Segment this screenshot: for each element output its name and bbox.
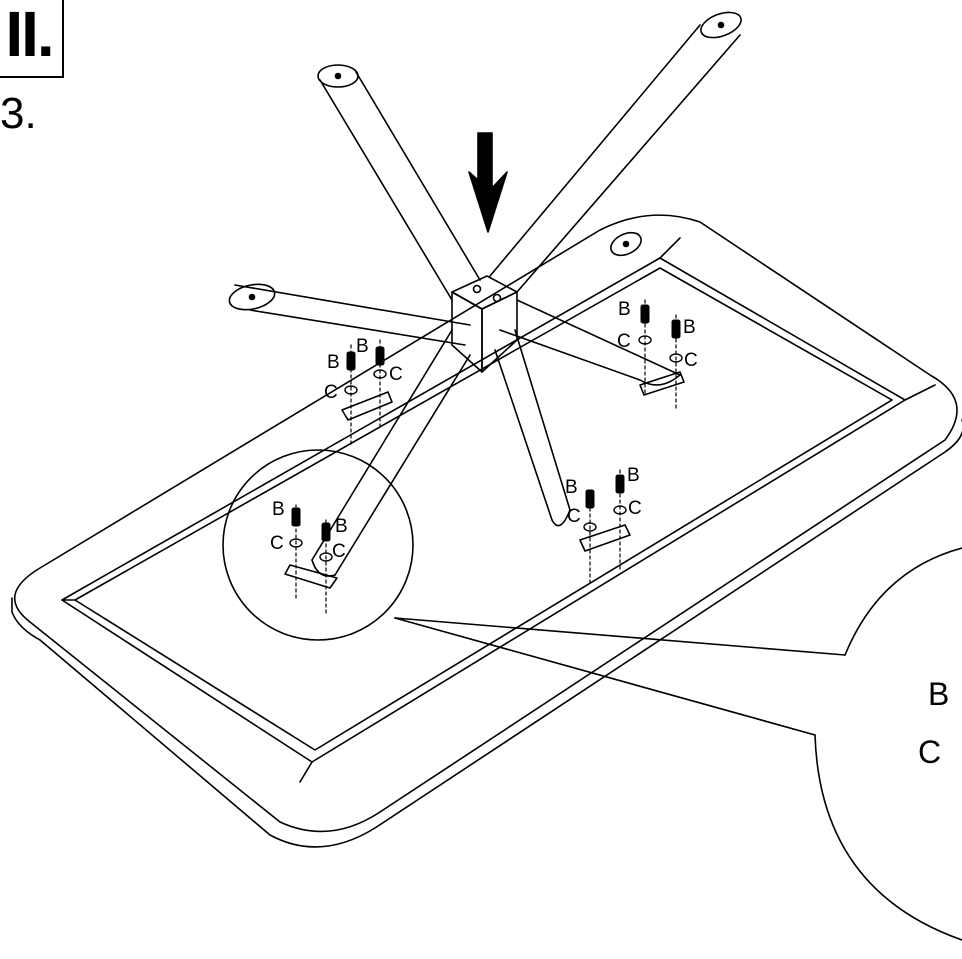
apron-corner-4: [299, 761, 313, 783]
label-bolt-2: B: [356, 336, 369, 357]
sub-step-number: 3.: [0, 89, 37, 138]
label-bolt-8: B: [335, 516, 348, 537]
plate-lower-right: [579, 524, 631, 552]
detail-large-circle: [814, 547, 962, 941]
leg-lower-left: [311, 329, 471, 576]
leg-left: [234, 284, 471, 346]
label-washer-8: C: [332, 541, 346, 562]
label-bolt-1: B: [327, 352, 340, 373]
label-bolt-detail: B: [928, 676, 949, 712]
tabletop-outer-edge: [14, 214, 958, 833]
leg-lower-right-end: [551, 509, 571, 527]
leg-upper-left: [319, 71, 481, 301]
label-washer-7: C: [270, 533, 284, 554]
step-number: II.: [5, 0, 54, 70]
down-arrow: [468, 132, 508, 233]
label-bolt-5: B: [565, 477, 578, 498]
label-washer-5: C: [567, 506, 581, 527]
apron-frame: [61, 257, 906, 763]
detail-magnifier: [222, 449, 414, 641]
leg-upper-right: [489, 24, 741, 293]
label-washer-4: C: [684, 350, 698, 371]
callout-line-2: [394, 617, 816, 736]
leg-upper-right-foot: [700, 11, 742, 39]
leg-lower-right: [494, 329, 571, 521]
plate-left: [341, 391, 393, 421]
apron-frame-inner: [74, 267, 893, 751]
label-washer-detail: C: [918, 734, 941, 770]
label-bolt-7: B: [272, 499, 285, 520]
hub-bolt-2: [492, 293, 502, 303]
leg-left-foot: [228, 283, 276, 311]
label-washer-1: C: [324, 382, 338, 403]
step-number-box: II.: [0, 0, 64, 78]
label-washer-2: C: [389, 364, 403, 385]
label-bolt-4: B: [683, 317, 696, 338]
leg-far-right-foot: [610, 231, 642, 257]
leg-right: [499, 299, 681, 381]
plate-right: [639, 371, 685, 396]
tabletop-edge-thickness: [11, 419, 962, 848]
hub-right-face: [481, 291, 518, 373]
leg-upper-left-foot: [317, 64, 359, 88]
hub-bolt-1: [472, 284, 482, 294]
apron-corner-3: [904, 384, 936, 401]
label-bolt-6: B: [627, 465, 640, 486]
leg-right-end: [639, 374, 681, 386]
label-washer-6: C: [628, 498, 642, 519]
hub-top: [451, 275, 518, 310]
plate-magnified: [284, 564, 338, 589]
label-bolt-3: B: [618, 299, 631, 320]
label-washer-3: C: [617, 331, 631, 352]
callout-line-1: [394, 617, 846, 656]
apron-corner-2: [659, 237, 681, 259]
